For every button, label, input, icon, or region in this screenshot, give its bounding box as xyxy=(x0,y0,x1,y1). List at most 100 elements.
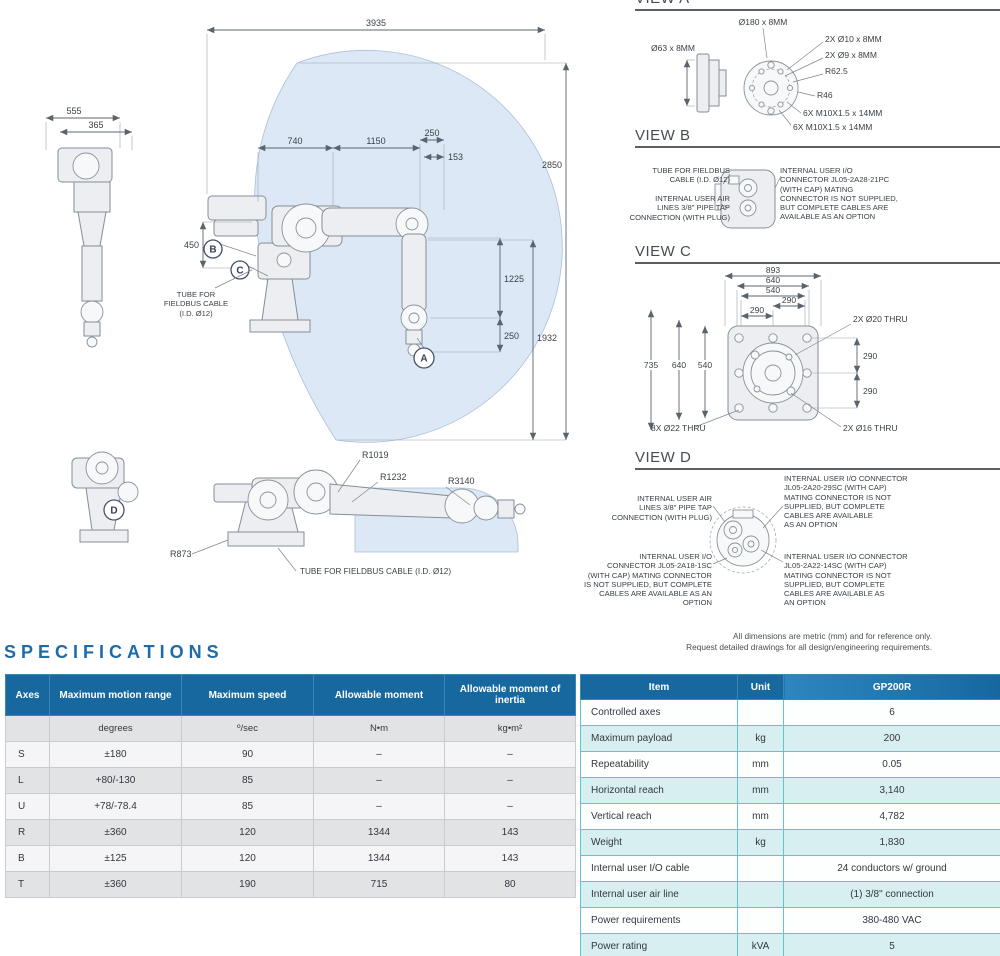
col-header-model: GP200R xyxy=(783,674,1000,700)
item-cell: Horizontal reach xyxy=(580,777,738,804)
value-cell: 1344 xyxy=(313,845,445,872)
dim-label: 290 xyxy=(750,305,764,315)
table-row: Power rating kVA 5 xyxy=(580,933,1000,956)
dim-2850: 2850 xyxy=(299,62,570,441)
view-c-left-dims: 735 640 540 xyxy=(639,310,717,430)
axis-cell: B xyxy=(5,845,50,872)
item-cell: Repeatability xyxy=(580,751,738,778)
unit-cell xyxy=(5,715,50,742)
value-cell: 200 xyxy=(783,725,1000,752)
item-cell: Internal user I/O cable xyxy=(580,855,738,882)
view-d-air-label: INTERNAL USER AIR LINES 3/8" PIPE TAP CO… xyxy=(611,494,712,522)
value-cell: ±180 xyxy=(49,741,182,768)
value-cell: – xyxy=(313,741,445,768)
radius-label: R1019 xyxy=(362,450,389,460)
robot-front-silhouette xyxy=(57,147,113,348)
table-row: S ±180 90 – – xyxy=(5,741,576,768)
unit-cell: degrees xyxy=(49,715,182,742)
view-d-io20-label: INTERNAL USER I/O CONNECTOR JL05-2A20-29… xyxy=(784,474,908,530)
unit-cell: kVA xyxy=(737,933,784,956)
axes-spec-table: Axes Maximum motion range Maximum speed … xyxy=(5,674,576,898)
col-header-motion-range: Maximum motion range xyxy=(49,674,182,716)
dim-label: 1932 xyxy=(537,333,557,343)
dim-label: Ø63 x 8MM xyxy=(651,43,695,53)
hole-label: 2X Ø16 THRU xyxy=(843,423,898,433)
axes-header-row: Axes Maximum motion range Maximum speed … xyxy=(5,674,576,716)
unit-cell: N•m xyxy=(313,715,445,742)
dim-label: 153 xyxy=(448,152,463,162)
dim-label: 740 xyxy=(287,136,302,146)
robot-folded-silhouette xyxy=(71,451,139,543)
dim-555-365: 555 365 xyxy=(45,106,133,150)
disclaimer-line-1: All dimensions are metric (mm) and for r… xyxy=(732,631,932,641)
dim-label: 640 xyxy=(766,275,780,285)
callout-d: D xyxy=(103,499,125,521)
value-cell: (1) 3/8" connection xyxy=(783,881,1000,908)
item-cell: Maximum payload xyxy=(580,725,738,752)
table-row: U +78/-78.4 85 – – xyxy=(5,793,576,820)
tube-leader xyxy=(214,269,253,289)
table-row: Vertical reach mm 4,782 xyxy=(580,803,1000,830)
table-row: L +80/-130 85 – – xyxy=(5,767,576,794)
view-a-dims: Ø63 x 8MM Ø180 x 8MM 2X Ø10 x 8MM 2X Ø9 … xyxy=(651,17,882,132)
value-cell: 143 xyxy=(444,819,576,846)
view-b-air-label: INTERNAL USER AIR LINES 3/8" PIPE TAP CO… xyxy=(629,194,730,222)
radius-label: R3140 xyxy=(448,476,475,486)
dim-label: R46 xyxy=(817,90,833,100)
dim-label: 290 xyxy=(782,295,796,305)
value-cell: 190 xyxy=(181,871,314,898)
value-cell: ±360 xyxy=(49,819,182,846)
value-cell: 715 xyxy=(313,871,445,898)
dim-label: R62.5 xyxy=(825,66,848,76)
dim-label: 2X Ø9 x 8MM xyxy=(825,50,877,60)
table-row: Weight kg 1,830 xyxy=(580,829,1000,856)
dimension-disclaimer: All dimensions are metric (mm) and for r… xyxy=(640,631,932,653)
item-cell: Power rating xyxy=(580,933,738,956)
value-cell: 5 xyxy=(783,933,1000,956)
model-spec-table: Item Unit GP200R Controlled axes 6 Maxim… xyxy=(580,674,1000,956)
view-c-hole-labels: 2X Ø20 THRU 8X Ø22 THRU 2X Ø16 THRU xyxy=(651,314,908,433)
wrist-connector-cluster xyxy=(709,506,777,574)
value-cell: – xyxy=(313,767,445,794)
view-c-right-dims: 290 290 xyxy=(811,337,877,409)
table-row: Horizontal reach mm 3,140 xyxy=(580,777,1000,804)
svg-text:A: A xyxy=(420,354,427,365)
value-cell: 143 xyxy=(444,845,576,872)
item-cell: Power requirements xyxy=(580,907,738,934)
flange-face-view xyxy=(743,60,799,116)
value-cell: 85 xyxy=(181,793,314,820)
value-cell: 120 xyxy=(181,819,314,846)
col-header-allowable-moment: Allowable moment xyxy=(313,674,445,716)
table-row: T ±360 190 715 80 xyxy=(5,871,576,898)
value-cell: 85 xyxy=(181,767,314,794)
view-d-drawing xyxy=(709,505,784,574)
axis-cell: U xyxy=(5,793,50,820)
callout-b: B xyxy=(203,239,257,259)
dim-label: 540 xyxy=(766,285,780,295)
item-cell: Controlled axes xyxy=(580,699,738,726)
work-envelope-drawing: 3935 2850 740 1150 250 153 xyxy=(45,18,570,572)
value-cell: +80/-130 xyxy=(49,767,182,794)
table-row: B ±125 120 1344 143 xyxy=(5,845,576,872)
unit-cell xyxy=(737,855,784,882)
value-cell: 1344 xyxy=(313,819,445,846)
svg-text:B: B xyxy=(209,245,216,256)
view-b-title: VIEW B xyxy=(635,128,1000,148)
radius-label: R1232 xyxy=(380,472,407,482)
dim-label: 290 xyxy=(863,386,877,396)
svg-text:C: C xyxy=(236,266,243,277)
unit-cell: kg xyxy=(737,829,784,856)
robot-main-silhouette xyxy=(207,195,429,357)
dim-label: 3935 xyxy=(366,18,386,28)
dim-label: 640 xyxy=(672,360,686,370)
axis-cell: R xyxy=(5,819,50,846)
table-row: Maximum payload kg 200 xyxy=(580,725,1000,752)
units-row: degrees º/sec N•m kg•m² xyxy=(5,715,576,742)
dim-label: 250 xyxy=(504,331,519,341)
dim-label: 893 xyxy=(766,265,780,275)
unit-cell: mm xyxy=(737,751,784,778)
value-cell: 90 xyxy=(181,741,314,768)
item-cell: Internal user air line xyxy=(580,881,738,908)
view-b-io-label: INTERNAL USER I/O CONNECTOR JL05-2A28-21… xyxy=(780,166,898,222)
value-cell: 380-480 VAC xyxy=(783,907,1000,934)
